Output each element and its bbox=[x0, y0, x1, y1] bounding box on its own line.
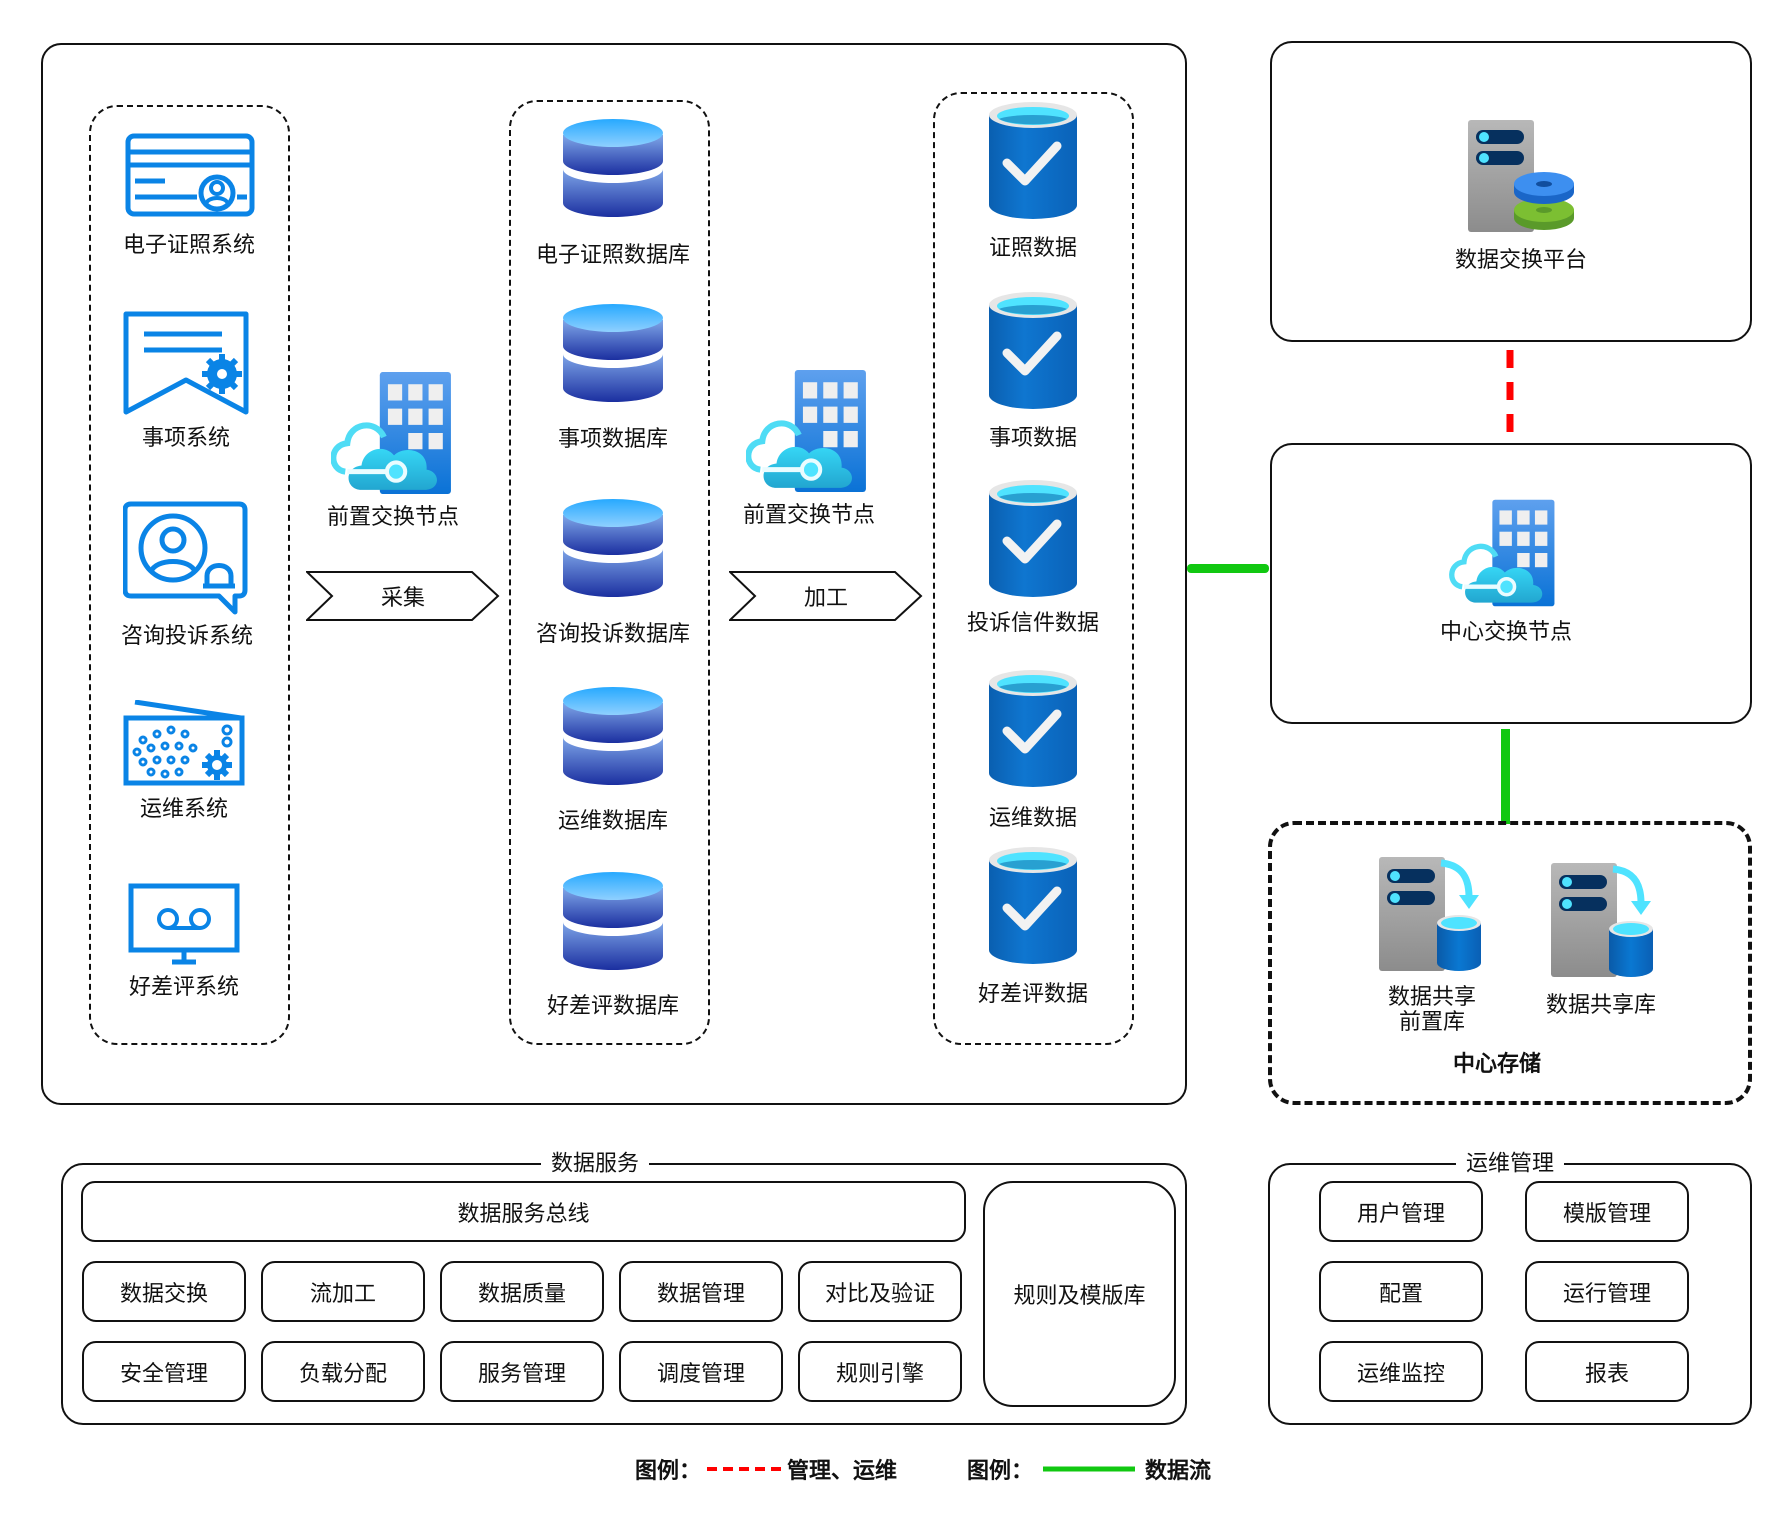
database-icon bbox=[563, 119, 663, 217]
database-label: 电子证照数据库 bbox=[535, 243, 691, 268]
database-icon bbox=[563, 304, 663, 402]
process-arrow-label: 加工 bbox=[803, 586, 848, 611]
ops-module[interactable]: 模版管理 bbox=[1525, 1181, 1689, 1242]
verified-database-icon bbox=[987, 100, 1079, 222]
source-label: 事项系统 bbox=[141, 426, 231, 451]
database-label: 事项数据库 bbox=[557, 427, 669, 452]
service-module[interactable]: 负载分配 bbox=[261, 1341, 425, 1402]
service-module[interactable]: 流加工 bbox=[261, 1261, 425, 1322]
ops-management-title: 运维管理 bbox=[1455, 1145, 1565, 1178]
chat-user-bell-icon bbox=[123, 501, 248, 615]
source-label: 咨询投诉系统 bbox=[120, 624, 254, 649]
database-label: 咨询投诉数据库 bbox=[535, 622, 691, 647]
legend-dataflow-label: 数据流 bbox=[1145, 1459, 1212, 1484]
cloud-building-icon bbox=[331, 370, 453, 496]
database-icon bbox=[563, 499, 663, 597]
ops-module[interactable]: 运行管理 bbox=[1525, 1261, 1689, 1322]
central-storage-title: 中心存储 bbox=[1452, 1052, 1542, 1077]
data-services-title: 数据服务 bbox=[540, 1145, 650, 1178]
service-module[interactable]: 数据管理 bbox=[619, 1261, 783, 1322]
ops-module[interactable]: 运维监控 bbox=[1319, 1341, 1483, 1402]
center-node-label: 中心交换节点 bbox=[1439, 620, 1573, 645]
ops-module[interactable]: 用户管理 bbox=[1319, 1181, 1483, 1242]
central-storage-panel bbox=[1268, 821, 1752, 1105]
cloud-building-icon bbox=[746, 368, 868, 494]
management-connector bbox=[1506, 350, 1514, 442]
verified-data-label: 事项数据 bbox=[988, 426, 1078, 451]
service-module[interactable]: 规则引擎 bbox=[798, 1341, 962, 1402]
service-bus[interactable]: 数据服务总线 bbox=[81, 1181, 966, 1242]
source-label: 电子证照系统 bbox=[122, 233, 256, 258]
document-gear-icon bbox=[123, 311, 249, 415]
storage-item-label: 数据共享 前置库 bbox=[1388, 985, 1476, 1036]
legend-management: 图例： 管理、运维 bbox=[635, 1453, 897, 1485]
verified-database-icon bbox=[987, 290, 1079, 412]
legend-management-label: 管理、运维 bbox=[787, 1459, 898, 1484]
verified-data-label: 证照数据 bbox=[988, 236, 1078, 261]
verified-data-label: 好差评数据 bbox=[977, 982, 1089, 1007]
collect-arrow: 采集 bbox=[306, 571, 500, 621]
verified-database-icon bbox=[987, 478, 1079, 600]
rules-library[interactable]: 规则及模版库 bbox=[983, 1181, 1176, 1407]
chevron-arrow-icon bbox=[729, 571, 923, 621]
service-module[interactable]: 数据质量 bbox=[440, 1261, 604, 1322]
verified-database-icon bbox=[987, 845, 1079, 967]
radio-gear-icon bbox=[123, 700, 245, 786]
id-card-icon bbox=[125, 133, 255, 217]
ops-module[interactable]: 报表 bbox=[1525, 1341, 1689, 1402]
dataflow-connector bbox=[1501, 729, 1510, 824]
front-node-label: 前置交换节点 bbox=[742, 503, 876, 528]
collect-arrow-label: 采集 bbox=[380, 586, 425, 611]
ops-module[interactable]: 配置 bbox=[1319, 1261, 1483, 1322]
voicemail-monitor-icon bbox=[128, 883, 240, 965]
server-database-icon bbox=[1549, 861, 1653, 979]
legend-prefix: 图例： bbox=[635, 1459, 702, 1484]
source-systems-group bbox=[89, 105, 290, 1045]
databases-group bbox=[509, 100, 710, 1045]
service-module[interactable]: 调度管理 bbox=[619, 1341, 783, 1402]
verified-database-icon bbox=[987, 668, 1079, 790]
chevron-arrow-icon bbox=[306, 571, 500, 621]
verified-data-group bbox=[933, 92, 1134, 1045]
database-label: 运维数据库 bbox=[557, 809, 669, 834]
service-module[interactable]: 安全管理 bbox=[82, 1341, 246, 1402]
database-label: 好差评数据库 bbox=[546, 994, 680, 1019]
exchange-platform-label: 数据交换平台 bbox=[1454, 248, 1588, 273]
database-icon bbox=[563, 872, 663, 970]
verified-data-label: 运维数据 bbox=[988, 806, 1078, 831]
storage-item-label-line2: 前置库 bbox=[1398, 1010, 1466, 1036]
process-arrow: 加工 bbox=[729, 571, 923, 621]
legend-dataflow: 图例： 数据流 bbox=[967, 1453, 1211, 1485]
storage-item-label-line1: 数据共享 bbox=[1387, 985, 1477, 1010]
database-icon bbox=[563, 687, 663, 785]
front-node-label: 前置交换节点 bbox=[326, 505, 460, 530]
service-module[interactable]: 数据交换 bbox=[82, 1261, 246, 1322]
service-module[interactable]: 服务管理 bbox=[440, 1341, 604, 1402]
verified-data-label: 投诉信件数据 bbox=[966, 611, 1100, 636]
source-label: 运维系统 bbox=[139, 797, 229, 822]
dataflow-connector bbox=[1187, 564, 1269, 573]
green-solid-line-icon bbox=[1043, 1466, 1136, 1472]
server-disks-icon bbox=[1468, 120, 1574, 232]
server-database-icon bbox=[1377, 855, 1481, 973]
red-dashed-line-icon bbox=[707, 1467, 782, 1471]
legend-prefix: 图例： bbox=[967, 1459, 1034, 1484]
source-label: 好差评系统 bbox=[128, 975, 240, 1000]
cloud-building-icon bbox=[1449, 498, 1557, 608]
service-module[interactable]: 对比及验证 bbox=[798, 1261, 962, 1322]
storage-item-label: 数据共享库 bbox=[1545, 993, 1657, 1018]
